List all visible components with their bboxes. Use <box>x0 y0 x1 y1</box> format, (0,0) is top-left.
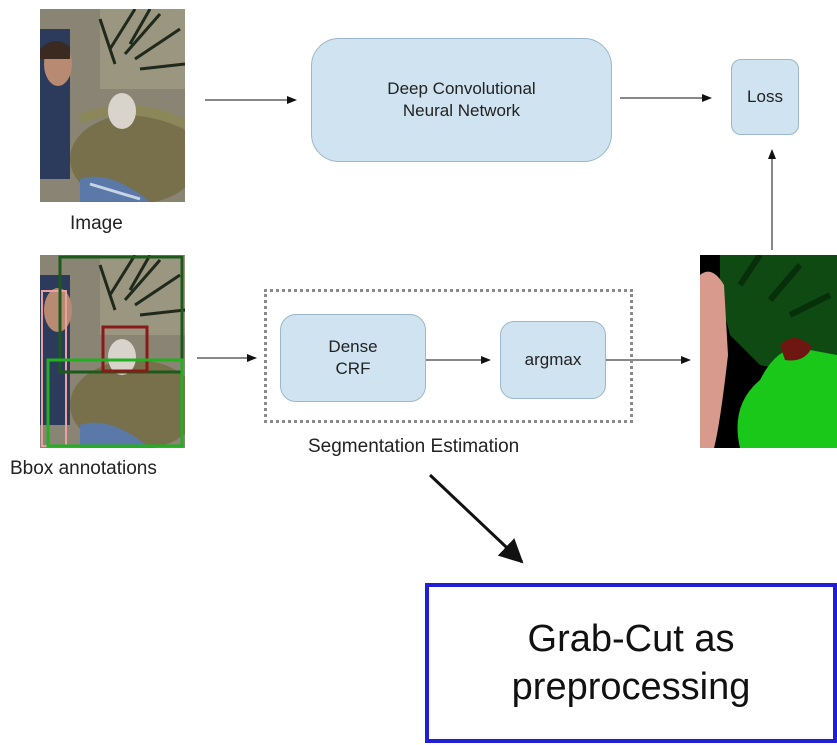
cnn-node: Deep Convolutional Neural Network <box>311 38 612 162</box>
dense-crf-node: Dense CRF <box>280 314 426 402</box>
cnn-label: Deep Convolutional Neural Network <box>387 79 536 120</box>
grabcut-callout: Grab-Cut as preprocessing <box>425 583 837 743</box>
argmax-node: argmax <box>500 321 606 399</box>
grabcut-callout-text: Grab-Cut as preprocessing <box>511 618 751 708</box>
caption-bbox: Bbox annotations <box>10 458 157 479</box>
input-image <box>40 9 185 202</box>
arrow-callout-pointer <box>428 473 524 564</box>
loss-node: Loss <box>731 59 799 135</box>
bbox-annotation-image <box>40 255 185 448</box>
bbox-sofa <box>46 358 184 448</box>
dense-crf-label: Dense CRF <box>328 337 378 378</box>
loss-label: Loss <box>747 87 783 106</box>
segmentation-output-image <box>700 255 837 448</box>
caption-image: Image <box>70 213 123 234</box>
segmentation-estimation-group <box>264 289 633 423</box>
bbox-cat <box>101 325 149 373</box>
caption-segmentation: Segmentation Estimation <box>308 436 520 457</box>
argmax-label: argmax <box>524 350 582 369</box>
